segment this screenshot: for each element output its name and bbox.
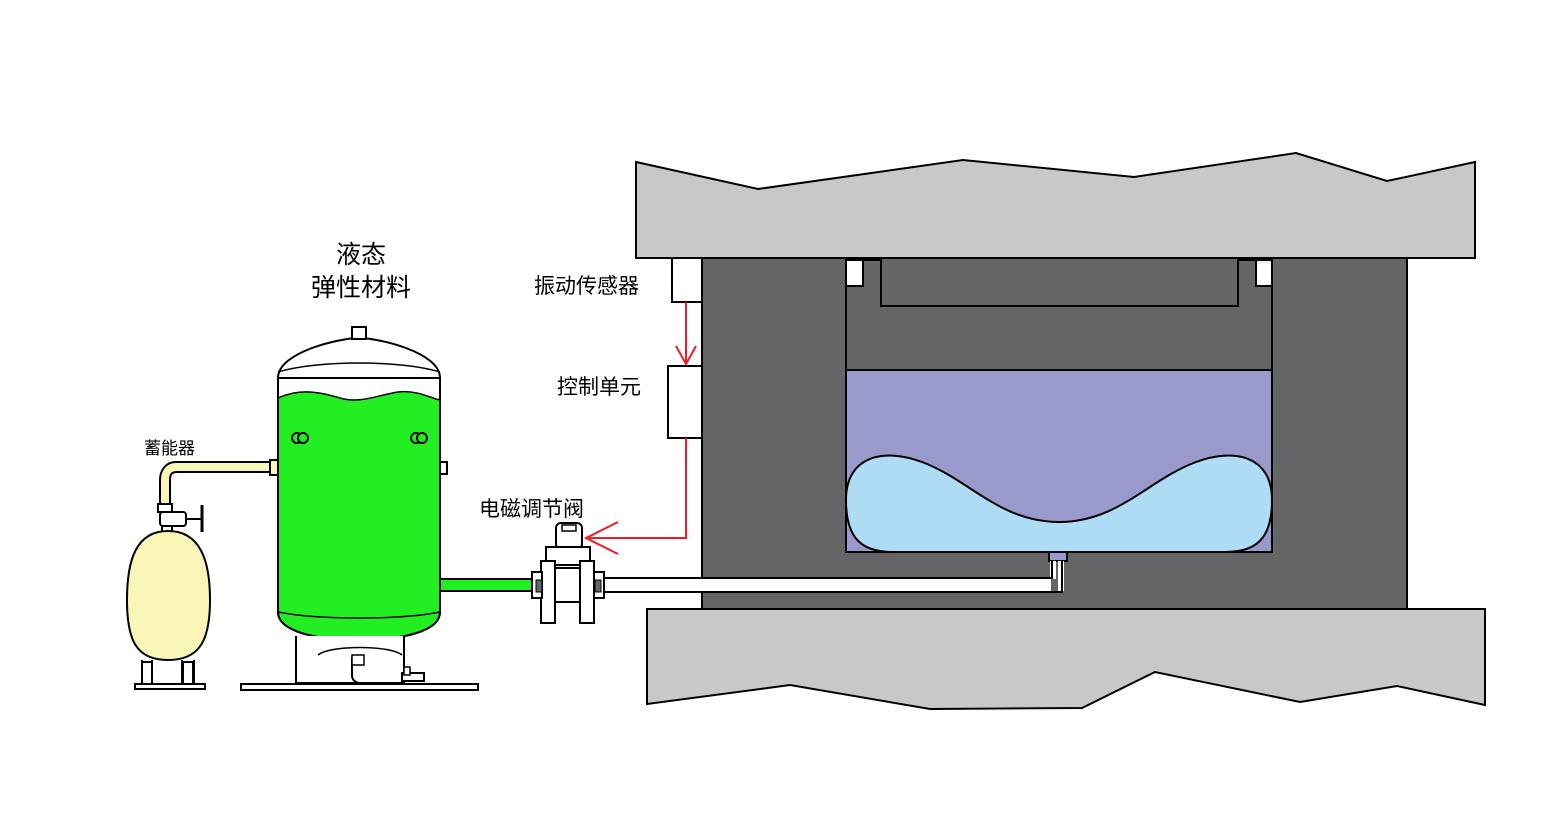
accumulator-valve: [157, 503, 204, 533]
accumulator-base: [134, 683, 206, 690]
upper-press-plate: [635, 151, 1476, 259]
tank-sight-glass-right: [410, 432, 428, 444]
tank-dome: [276, 336, 442, 379]
solenoid-valve: [531, 522, 605, 624]
feed-pipe-interior: [594, 579, 1051, 591]
tank-label-line2: 弹性材料: [310, 273, 411, 302]
vibration-sensor-label: 振动传感器: [534, 274, 639, 298]
tank-side-port: [439, 461, 448, 475]
signal-line-sensor-to-control: [675, 302, 697, 367]
green-pipe: [439, 578, 537, 592]
solenoid-valve-label: 电磁调节阀: [479, 497, 584, 521]
tank-label-line1: 液态: [335, 240, 386, 269]
vibration-sensor-box: [671, 257, 703, 303]
lower-press-plate: [646, 608, 1486, 711]
tank-sight-glass-left: [291, 432, 309, 444]
die-inlet-port: [1048, 551, 1068, 562]
control-unit-label: 控制单元: [557, 375, 641, 399]
tank-liquid: [279, 391, 439, 639]
accumulator-label: 蓄能器: [144, 439, 195, 459]
accumulator-vessel: [125, 529, 212, 662]
elastic-cushion: [844, 454, 1274, 553]
tank-stand: [295, 636, 405, 684]
tank-accumulator-port: [269, 459, 279, 476]
signal-line-control-to-valve: [583, 438, 687, 555]
accumulator-pipe: [159, 461, 273, 506]
tank-base-plate: [240, 683, 479, 691]
control-unit-box: [667, 365, 703, 439]
tank-top-nozzle: [351, 326, 367, 340]
liquid-elastic-material-label: 液态 弹性材料: [298, 238, 424, 304]
